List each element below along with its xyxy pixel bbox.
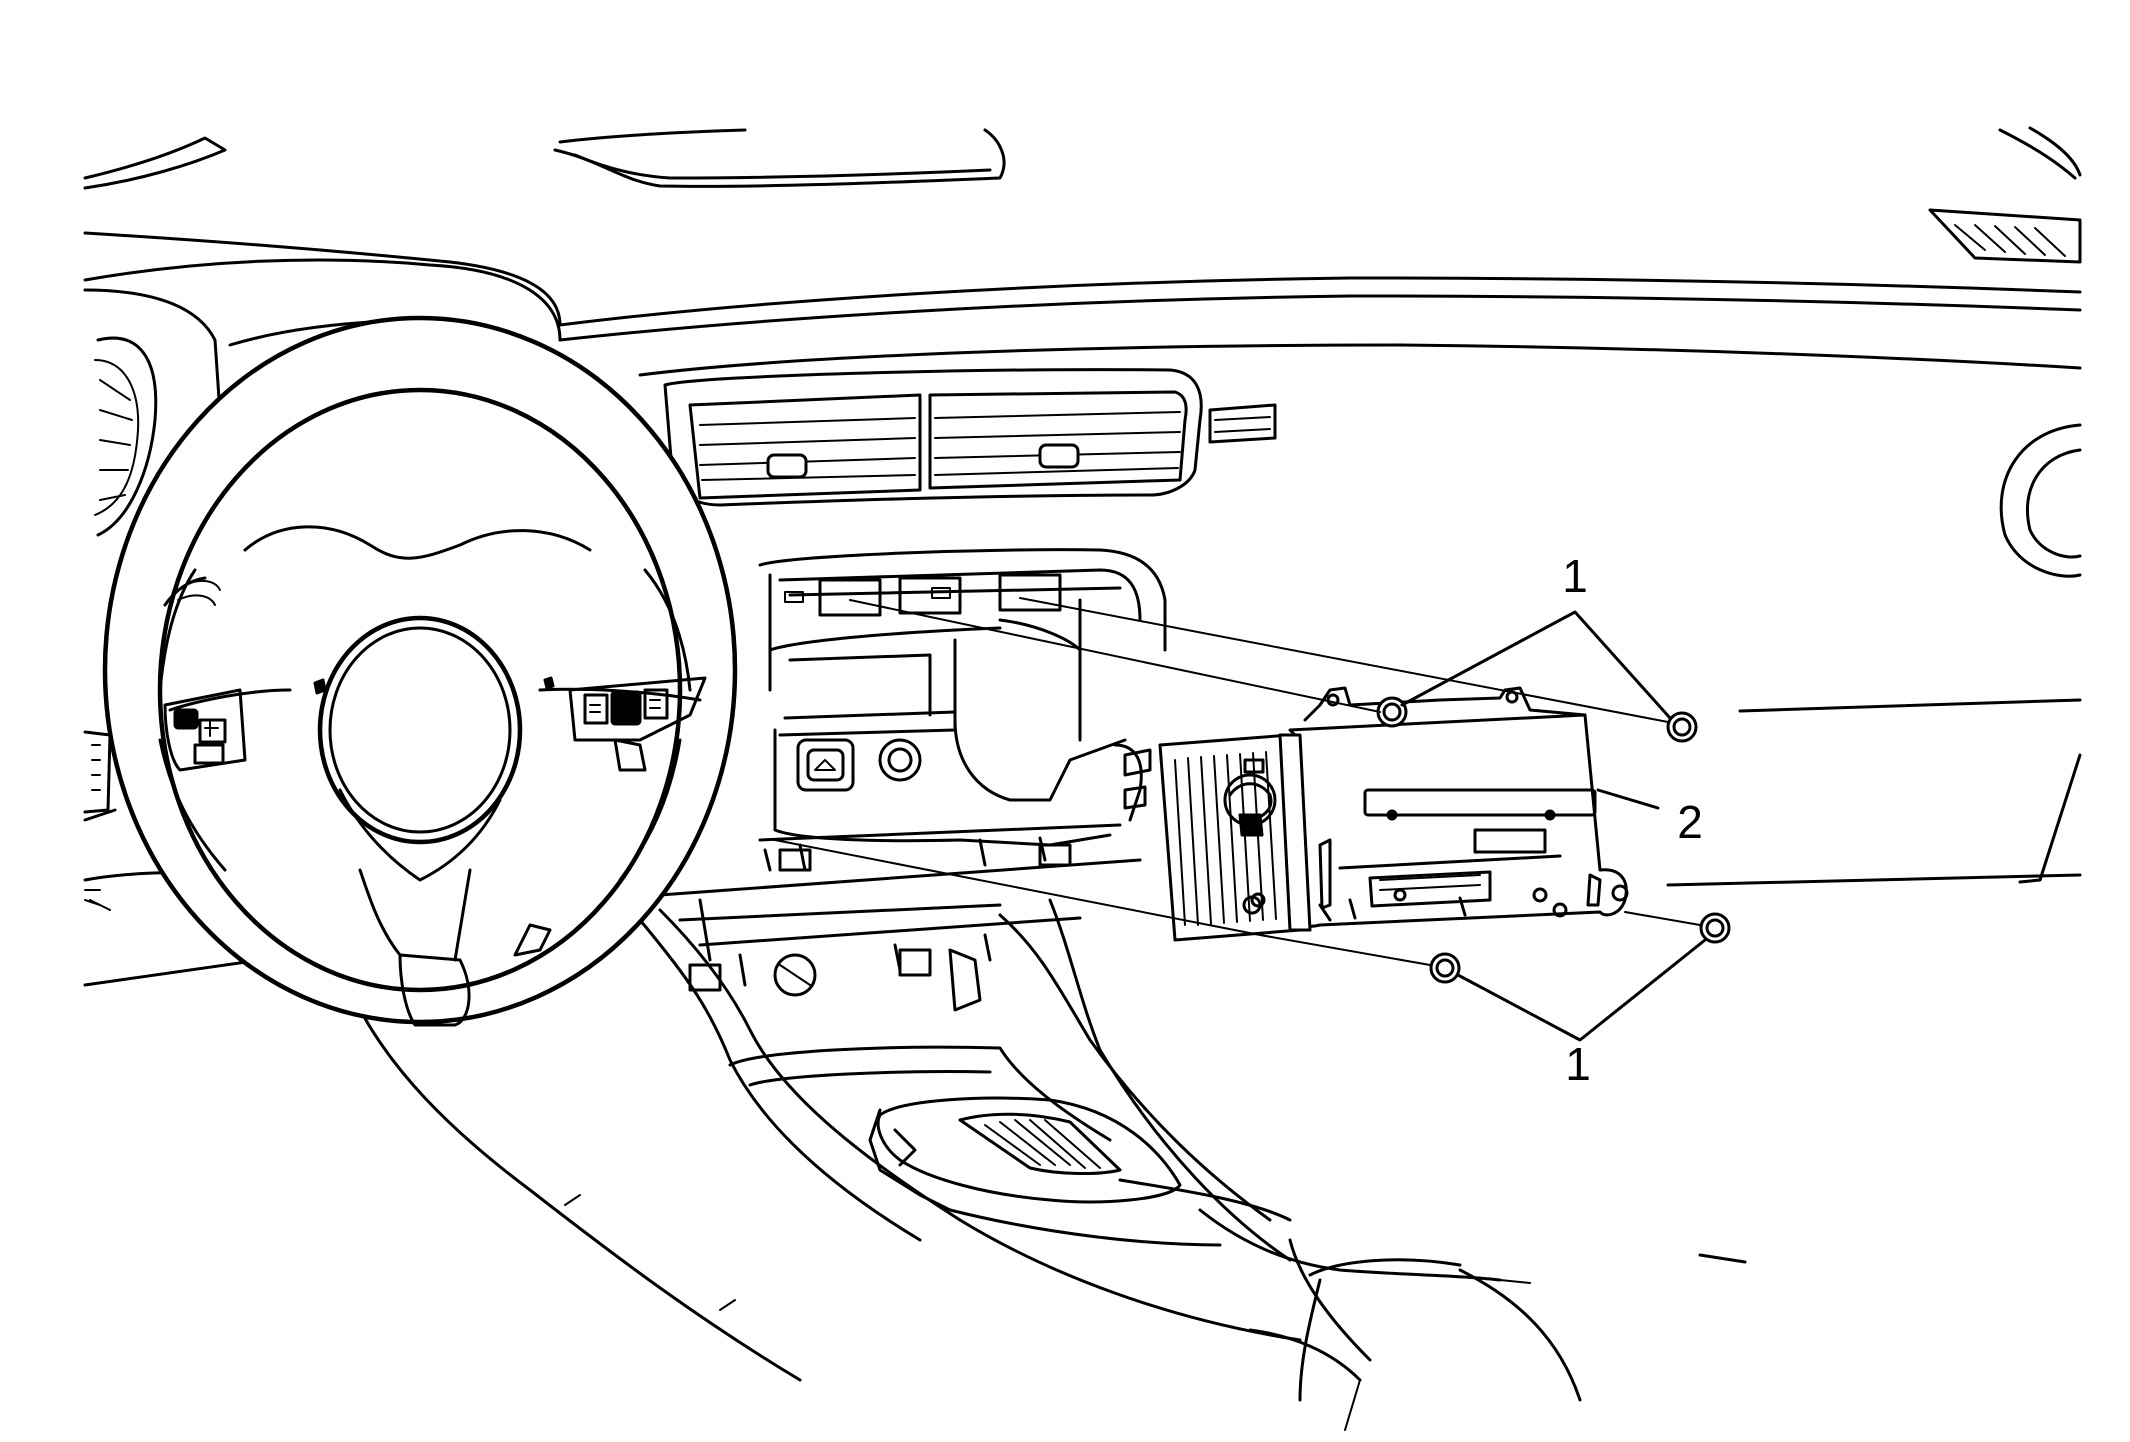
dashboard-top (83, 126, 2082, 377)
bolt-top-1 (1376, 696, 1408, 728)
radio-unit (1158, 686, 1629, 942)
callout-labels: 1 2 1 (1562, 550, 1703, 1090)
right-side-vent (1928, 208, 2082, 264)
left-gauge (99, 379, 133, 501)
bolts (1376, 696, 1731, 984)
radio-cavity (758, 548, 1167, 872)
steering-wheel (102, 315, 738, 1027)
callout-1-top: 1 (1562, 550, 1588, 602)
center-air-vents (663, 368, 1277, 507)
bolt-bottom-1 (1429, 952, 1461, 984)
right-round-element (1999, 423, 2082, 578)
callout-2: 2 (1677, 796, 1703, 848)
callout-leaders (1400, 610, 1707, 1042)
bolt-bottom-2 (1699, 912, 1731, 944)
hazard-button (796, 738, 855, 792)
shifter-boot (868, 1096, 1182, 1212)
left-wheel-controls (163, 688, 247, 772)
lower-console (638, 858, 1747, 1431)
alignment-lines (774, 597, 2082, 966)
round-button (878, 738, 922, 782)
callout-1-bottom: 1 (1565, 1038, 1591, 1090)
right-wheel-controls (568, 676, 707, 772)
bolt-top-2 (1666, 711, 1698, 743)
